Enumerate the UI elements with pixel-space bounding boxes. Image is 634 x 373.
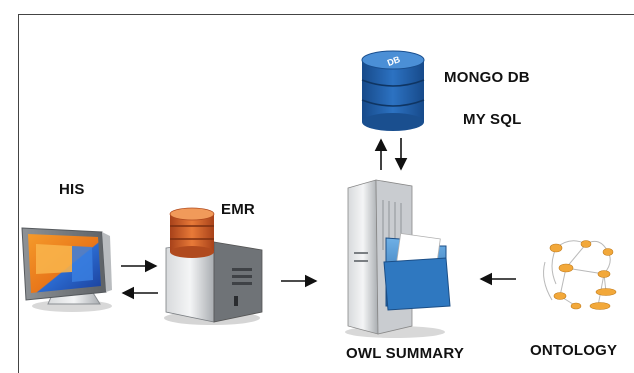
frame-left-border — [18, 14, 19, 373]
desktop-monitor-icon — [21, 227, 112, 312]
emr-label: EMR — [221, 201, 255, 218]
db-icon-text: DB — [386, 54, 402, 68]
database-server-icon — [164, 207, 263, 325]
my-sql-label: MY SQL — [463, 111, 522, 128]
his-label: HIS — [59, 181, 85, 198]
frame-top-border — [18, 14, 634, 15]
database-cylinder-icon: DB — [361, 50, 425, 131]
server-with-folder-icon — [345, 179, 451, 338]
mongo-db-label: MONGO DB — [444, 69, 530, 86]
owl-summary-label: OWL SUMMARY — [346, 345, 465, 362]
ontology-graph-icon — [543, 240, 617, 310]
ontology-label: ONTOLOGY — [530, 342, 618, 359]
